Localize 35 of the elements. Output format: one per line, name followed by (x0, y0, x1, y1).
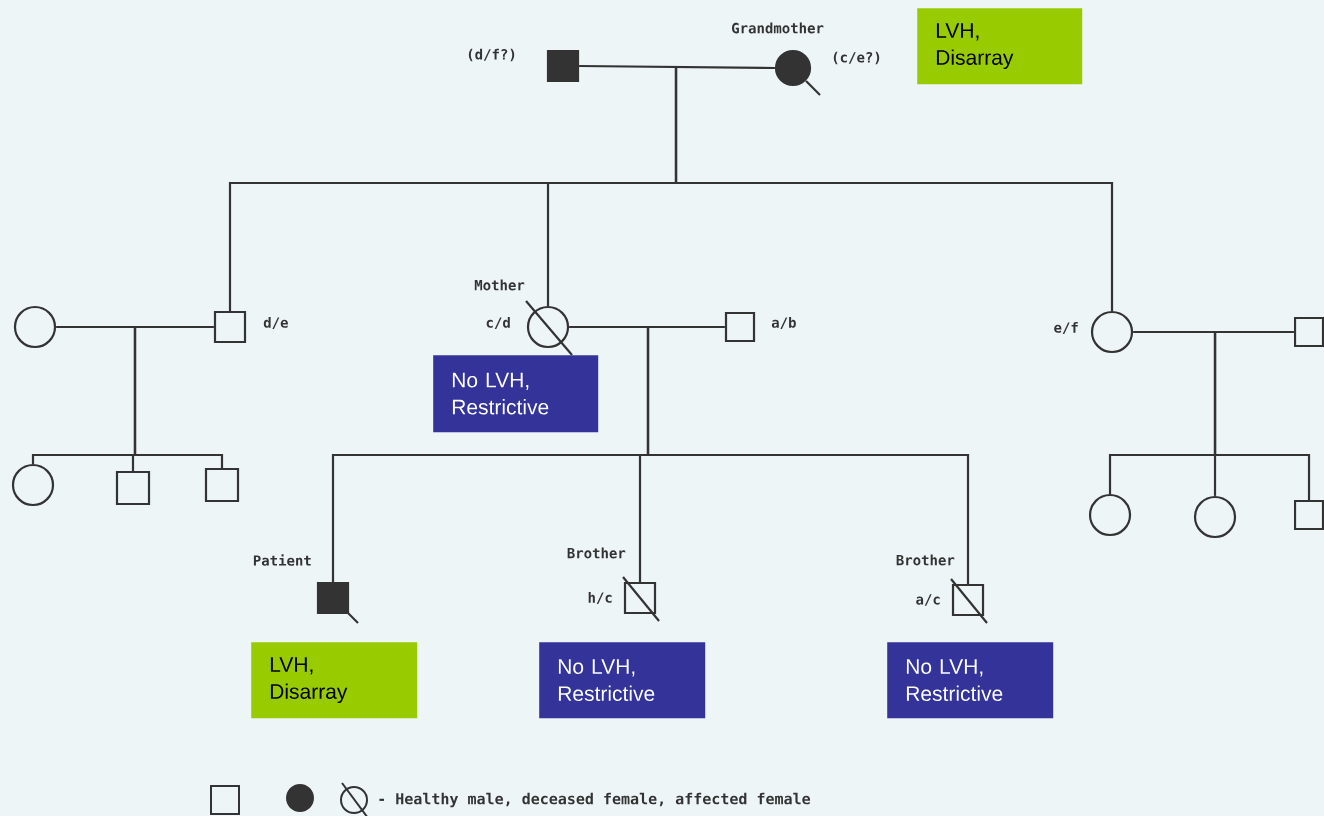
female-symbol (1193, 495, 1237, 539)
male-symbol (1293, 316, 1324, 348)
female-symbol (11, 463, 55, 507)
pedigree-line (674, 66, 1114, 311)
finding-box: No LVH, Restrictive (887, 642, 1054, 719)
female-symbol (1088, 493, 1132, 537)
male-symbol (204, 467, 240, 503)
finding-box: No LVH, Restrictive (539, 642, 706, 719)
female-symbol (13, 305, 57, 349)
pedigree-line (133, 327, 224, 468)
symbol-label: c/d (486, 317, 510, 329)
symbol-label: d/e (263, 317, 288, 329)
pedigree-line (646, 327, 970, 584)
pedigree-line (569, 325, 725, 329)
symbol-label: a/c (916, 594, 940, 606)
symbol-label: Brother (567, 547, 626, 559)
symbol-label: e/f (1054, 322, 1078, 334)
symbol-label: h/c (588, 592, 612, 604)
symbol-label: Brother (896, 554, 955, 566)
pedigree-line (579, 64, 775, 70)
pedigree-line (1133, 330, 1294, 334)
male-symbol (1293, 499, 1324, 531)
symbol-label: (c/e?) (833, 51, 880, 65)
pedigree-line (56, 325, 214, 329)
male-symbol (115, 470, 151, 506)
finding-box: No LVH, Restrictive (433, 355, 599, 433)
finding-box: LVH, Disarray (917, 8, 1083, 85)
symbol-label: Patient (253, 554, 311, 566)
finding-box: LVH, Disarray (251, 642, 418, 719)
symbol-label: Grandmother (732, 22, 824, 34)
symbol-label: (d/f?) (468, 48, 515, 62)
symbol-label: Mother (474, 279, 525, 291)
legend-text: - Healthy male, deceased female, affected female (379, 792, 810, 808)
symbol-label: a/b (771, 317, 796, 329)
pedigree-line (1213, 332, 1311, 500)
